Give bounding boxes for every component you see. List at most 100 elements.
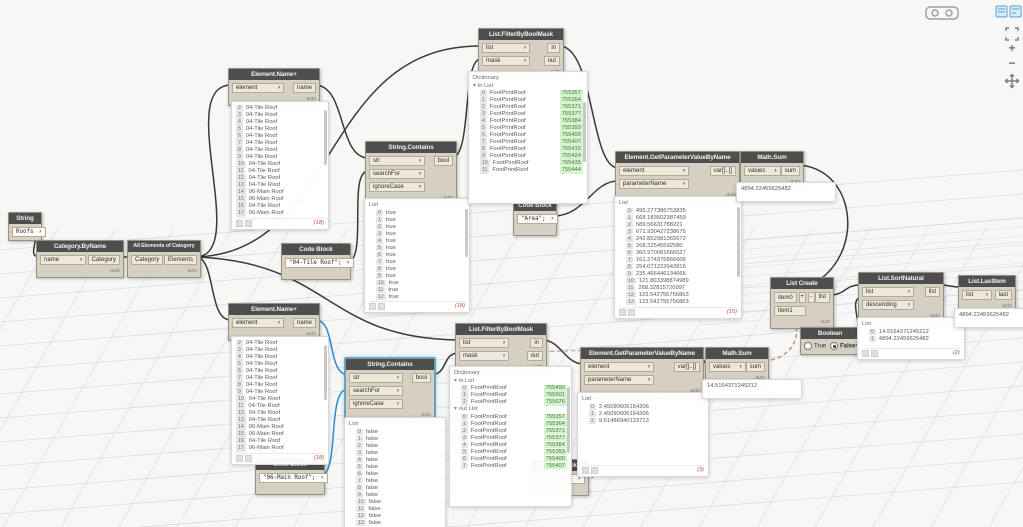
panel-toggle-icons[interactable]	[995, 4, 1023, 20]
node-list-create[interactable]: List Create item0 + - list item1 auto	[770, 277, 834, 329]
input-port-list[interactable]: list›	[962, 290, 992, 300]
preview-panel-icon[interactable]	[1009, 5, 1022, 18]
output-port-var[interactable]: var[]..[]	[673, 362, 700, 372]
input-port-parametername[interactable]: parameterName›	[584, 375, 654, 385]
lacing-label[interactable]: auto	[755, 375, 765, 381]
input-port-list[interactable]: list›	[862, 287, 914, 297]
input-port-searchfor[interactable]: searchFor›	[369, 169, 425, 179]
node-category-byname[interactable]: Category.ByName name› Category auto	[36, 240, 124, 278]
node-boolean[interactable]: Boolean True False ›	[800, 327, 860, 355]
output-port[interactable]: ›	[320, 475, 324, 481]
node-code-block-tile[interactable]: Code Block "04-Tile Roof"; ›	[281, 243, 354, 280]
input-port-item1[interactable]: item1	[774, 306, 806, 316]
input-port-values[interactable]: values›	[709, 362, 746, 372]
input-port-mask[interactable]: mask›	[482, 56, 530, 66]
scrollbar[interactable]	[567, 387, 570, 453]
remove-input-button[interactable]: -	[807, 292, 815, 303]
node-get-parameter-top[interactable]: Element.GetParameterValueByName element›…	[615, 151, 740, 202]
input-port-list[interactable]: list›	[482, 43, 530, 53]
radio-false-icon[interactable]	[830, 342, 839, 350]
output-port-category[interactable]: Category	[87, 255, 120, 265]
node-last-item[interactable]: List.LastItem list› last auto	[958, 275, 1016, 313]
output-port[interactable]: ›	[855, 343, 857, 349]
lacing-label[interactable]: auto	[1002, 303, 1012, 309]
output-port[interactable]: ›	[550, 216, 554, 222]
wire[interactable]	[195, 256, 231, 321]
lacing-label[interactable]: auto	[820, 319, 830, 325]
tree-arrow-icon[interactable]: ▾	[454, 377, 457, 384]
code-block-editor[interactable]: "04-Tile Roof"; ›	[285, 258, 354, 268]
tree-branch[interactable]: ▾in List	[454, 377, 475, 384]
lacing-label[interactable]: auto	[930, 313, 940, 319]
lacing-label[interactable]: auto	[187, 268, 197, 274]
output-port-bool[interactable]: bool	[411, 373, 431, 383]
node-all-elements-of-category[interactable]: All Elements of Category Category Elemen…	[127, 240, 201, 278]
output-port-list[interactable]: list	[924, 287, 940, 297]
wire-selected[interactable]	[315, 319, 348, 376]
tree-arrow-icon[interactable]: ▾	[454, 406, 457, 412]
wire[interactable]	[195, 84, 231, 258]
node-filter-by-bool-mask-bottom[interactable]: List.FilterByBoolMask list› in mask› out…	[455, 323, 547, 374]
add-input-button[interactable]: +	[798, 292, 806, 303]
lacing-label[interactable]: auto	[690, 388, 700, 394]
lacing-label[interactable]: auto	[306, 331, 316, 337]
node-filter-by-bool-mask-top[interactable]: List.FilterByBoolMask list› in mask› out…	[478, 28, 564, 79]
input-port-element[interactable]: element›	[232, 83, 284, 93]
input-port-list[interactable]: list›	[459, 338, 509, 348]
input-port-values[interactable]: values›	[744, 166, 781, 176]
output-port-bool[interactable]: bool	[433, 156, 453, 166]
tree-arrow-icon[interactable]: ▾	[473, 82, 476, 89]
wire[interactable]	[559, 45, 618, 169]
fit-to-view-button[interactable]	[1004, 26, 1020, 42]
node-math-sum-bottom[interactable]: Math.Sum values› sum auto	[705, 347, 769, 385]
output-port-out[interactable]: out	[543, 56, 560, 66]
output-port-name[interactable]: name	[292, 83, 316, 93]
scrollbar[interactable]	[324, 345, 327, 400]
input-port-descending[interactable]: descending›	[862, 300, 914, 310]
input-port-mask[interactable]: mask›	[459, 351, 509, 361]
radio-true[interactable]: True	[804, 342, 826, 350]
zoom-in-button[interactable]: +	[1008, 41, 1016, 55]
string-value-input[interactable]: Roofs ›	[12, 227, 46, 237]
node-sort-natural[interactable]: List.SortNatural list› list descending› …	[858, 272, 944, 323]
input-port-element[interactable]: element›	[584, 362, 654, 372]
lacing-label[interactable]: auto	[421, 412, 431, 418]
lacing-label[interactable]: auto	[110, 268, 120, 274]
output-port-last[interactable]: last	[994, 290, 1012, 300]
node-element-name-top[interactable]: Element.Name+ element› name auto	[228, 68, 320, 106]
scrollbar[interactable]	[465, 209, 468, 257]
tree-branch[interactable]: ▾out List	[454, 406, 478, 412]
radio-false[interactable]: False	[830, 342, 855, 350]
geometry-preview-toggle-icon[interactable]	[925, 4, 961, 22]
output-port-name[interactable]: name	[292, 318, 316, 328]
input-port-item0[interactable]: item0	[774, 292, 797, 303]
output-port-sum[interactable]: sum	[745, 362, 765, 372]
node-string[interactable]: String Roofs ›	[8, 212, 46, 241]
input-port-ignorecase[interactable]: ignoreCase›	[349, 399, 403, 409]
input-port-searchfor[interactable]: searchFor›	[349, 386, 403, 396]
code-block-editor[interactable]: "Area"; ›	[517, 214, 558, 224]
wire[interactable]	[195, 45, 481, 258]
node-code-block-area-top[interactable]: Code Block "Area"; ›	[513, 199, 558, 236]
output-port[interactable]: ›	[38, 229, 42, 235]
tree-branch[interactable]: ▾in List	[473, 82, 494, 89]
input-port-str[interactable]: str›	[369, 156, 425, 166]
output-port-var[interactable]: var[]..[]	[709, 166, 736, 176]
input-port-parametername[interactable]: parameterName›	[619, 179, 689, 189]
output-port-sum[interactable]: sum	[780, 166, 800, 176]
node-string-contains-bottom[interactable]: String.Contains str› bool searchFor› ign…	[344, 357, 436, 423]
input-port-str[interactable]: str›	[349, 373, 403, 383]
library-panel-icon[interactable]	[995, 5, 1008, 18]
input-port-ignorecase[interactable]: ignoreCase›	[369, 182, 425, 192]
wire[interactable]	[451, 58, 481, 159]
input-port-element[interactable]: element›	[232, 318, 284, 328]
output-port-list[interactable]: list	[814, 292, 830, 303]
output-port-in[interactable]: in	[547, 43, 560, 53]
lacing-label[interactable]: auto	[726, 192, 736, 198]
code-block-editor[interactable]: "06-Main Roof"; ›	[259, 473, 328, 483]
output-port-in[interactable]: in	[530, 338, 543, 348]
radio-true-icon[interactable]	[804, 342, 812, 350]
output-port-elements[interactable]: Elements	[163, 255, 197, 265]
output-port[interactable]: ›	[346, 260, 350, 266]
